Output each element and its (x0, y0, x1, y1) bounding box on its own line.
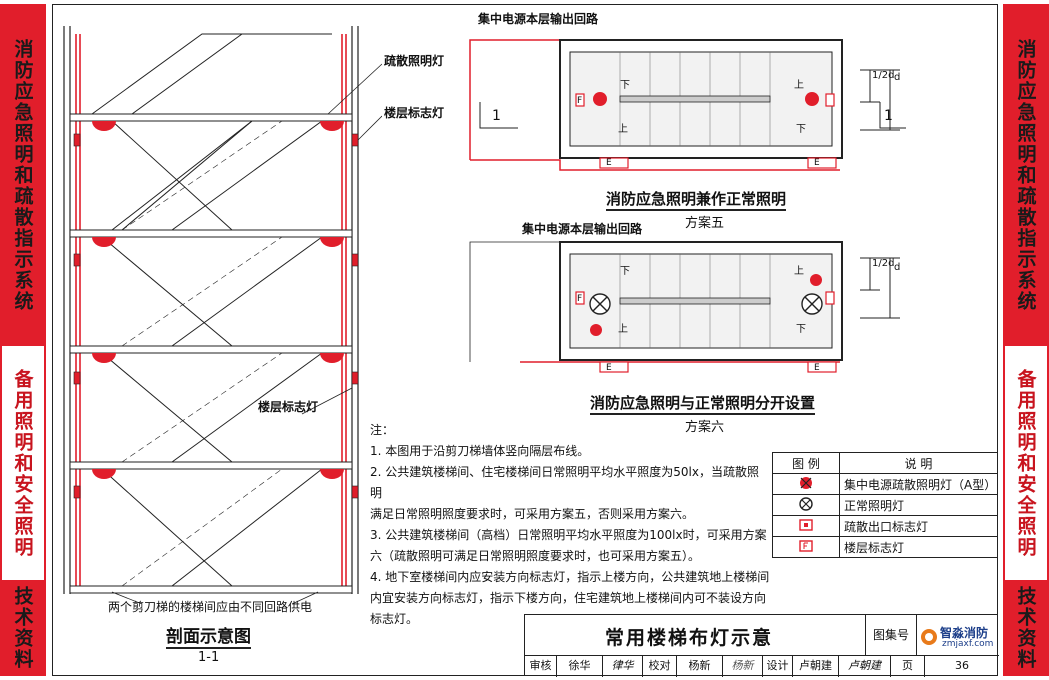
plan5-exit-sign-left: E (606, 158, 612, 168)
plan5-exit-sign-right: E (814, 158, 820, 168)
watermark-logo-icon (921, 629, 937, 645)
label-evac-light: 疏散照明灯 (384, 54, 445, 68)
left-sidebar: 消防应急照明和疏散指示系统 备用照明和安全照明 技术资料 (0, 4, 46, 676)
designer-signature: 卢朝建 (839, 655, 891, 677)
legend-col-icon: 图 例 (772, 452, 840, 474)
plan5-dim-half-d: 1/2d (872, 70, 895, 81)
label-floor-sign-top: 楼层标志灯 (384, 106, 445, 120)
notes: 注： 1. 本图用于沿剪刀梯墙体竖向隔层布线。 2. 公共建筑楼梯间、住宅楼梯间… (370, 420, 770, 630)
plan6-up-right: 上 (794, 266, 804, 277)
stair-section-drawing (63, 26, 382, 604)
plan6-dim-half-d: 1/2d (872, 258, 895, 269)
plan6-drawing (469, 241, 900, 373)
designer: 卢朝建 (793, 655, 839, 677)
page-number: 36 (955, 659, 969, 672)
legend-text: 正常照明灯 (839, 494, 998, 516)
plan5-section-mark-left: 1 (492, 108, 501, 124)
plan5-up-left: 上 (618, 124, 628, 135)
legend-text: 疏散出口标志灯 (839, 515, 998, 537)
legend-text: 集中电源疏散照明灯（A型） (839, 473, 998, 495)
legend-table: 图 例 说 明 集中电源疏散照明灯（A型） 正常照明灯 疏散出口标志灯 楼层标志… (772, 452, 998, 558)
review-label: 审核 (525, 655, 557, 677)
plan6-exit-sign-right: E (814, 363, 820, 373)
plan6-circuit-label: 集中电源本层输出回路 (522, 222, 643, 236)
reviewer-signature: 律华 (603, 655, 643, 677)
plan6-title: 消防应急照明与正常照明分开设置 (590, 392, 816, 415)
note-line: 2. 公共建筑楼梯间、住宅楼梯间日常照明平均水平照度为50lx，当疏散照明 (370, 465, 759, 500)
note-line: 1. 本图用于沿剪刀梯墙体竖向隔层布线。 (370, 444, 590, 458)
note-line: 标志灯。 (370, 612, 419, 626)
section-title: 剖面示意图 (166, 622, 251, 649)
plan5-title: 消防应急照明兼作正常照明 (606, 188, 787, 211)
legend-text: 楼层标志灯 (839, 536, 998, 558)
normal-light-icon (772, 494, 840, 516)
checker-signature: 杨新 (723, 655, 763, 677)
plan6-floor-sign-left: F (577, 294, 583, 304)
legend-row: 疏散出口标志灯 (772, 515, 998, 537)
design-label: 设计 (763, 655, 793, 677)
atlas-label: 图集号 (865, 615, 917, 655)
legend-col-desc: 说 明 (839, 452, 998, 474)
drawing-title: 常用楼梯布灯示意 (605, 627, 774, 649)
exit-sign-icon (772, 515, 840, 537)
note-line: 内宜安装方向标志灯，指示下楼方向，住宅建筑地上楼梯间内可不装设方向 (370, 591, 767, 605)
plan5-subtitle: 方案五 (685, 216, 725, 231)
note-line: 六（疏散照明可满足日常照明照度要求时，也可采用方案五）。 (370, 549, 701, 563)
checker: 杨新 (677, 655, 723, 677)
reviewer: 徐华 (557, 655, 603, 677)
plan5-floor-sign-left: F (577, 96, 583, 106)
page-label: 页 (891, 655, 925, 677)
plan6-dim-d: d (894, 262, 901, 273)
sidebar-title-backup: 备用照明和安全照明 (0, 346, 46, 580)
notes-heading: 注： (370, 423, 395, 437)
plan5-circuit-label: 集中电源本层输出回路 (478, 12, 599, 26)
section-bottom-note: 两个剪刀梯的楼梯间应由不同回路供电 (108, 600, 313, 614)
section-subtitle: 1-1 (198, 650, 220, 665)
label-floor-sign-mid: 楼层标志灯 (258, 400, 319, 414)
sidebar-title-backup: 备用照明和安全照明 (1003, 346, 1049, 580)
plan6-up-left: 上 (618, 324, 628, 335)
sidebar-title-emergency: 消防应急照明和疏散指示系统 (1003, 4, 1049, 346)
plan6-subtitle: 方案六 (685, 420, 725, 435)
legend-row: 集中电源疏散照明灯（A型） (772, 473, 998, 495)
right-sidebar: 消防应急照明和疏散指示系统 备用照明和安全照明 技术资料 (1003, 4, 1049, 676)
note-line: 满足日常照明照度要求时，可采用方案五，否则采用方案六。 (370, 507, 695, 521)
watermark-url: zmjaxf.com (942, 639, 994, 649)
legend-header: 图 例 说 明 (772, 452, 998, 474)
plan5-up-right: 上 (794, 80, 804, 91)
legend-row: 正常照明灯 (772, 494, 998, 516)
sidebar-title-tech: 技术资料 (1003, 580, 1049, 676)
plan5-dim-d: d (894, 72, 901, 83)
drawing-frame (52, 4, 998, 676)
plan5-section-mark-right: 1 (884, 108, 893, 124)
check-label: 校对 (643, 655, 677, 677)
note-line: 4. 地下室楼梯间内应安装方向标志灯，指示上楼方向，公共建筑地上楼梯间 (370, 570, 770, 584)
note-line: 3. 公共建筑楼梯间（高档）日常照明平均水平照度为100lx时，可采用方案 (370, 528, 767, 542)
sidebar-title-tech: 技术资料 (0, 580, 46, 676)
plan6-exit-sign-left: E (606, 363, 612, 373)
legend-row: 楼层标志灯 (772, 536, 998, 558)
title-block: 常用楼梯布灯示意 图集号 审核 徐华 律华 校对 杨新 杨新 设计 卢朝建 卢朝… (524, 614, 999, 677)
watermark-brand: 智淼消防 (940, 626, 989, 640)
plan5-drawing (469, 39, 906, 171)
plan6-down-right: 下 (796, 324, 806, 335)
plan5-down-left: 下 (620, 80, 630, 91)
sidebar-title-emergency: 消防应急照明和疏散指示系统 (0, 4, 46, 346)
central-power-evac-light-icon (772, 473, 840, 495)
plan6-down-left: 下 (620, 266, 630, 277)
floor-sign-icon (772, 536, 840, 558)
title-block-row: 审核 徐华 律华 校对 杨新 杨新 设计 卢朝建 卢朝建 页 36 (525, 655, 999, 677)
plan5-down-right: 下 (796, 124, 806, 135)
watermark: 智淼消防 zmjaxf.com (920, 624, 1004, 652)
